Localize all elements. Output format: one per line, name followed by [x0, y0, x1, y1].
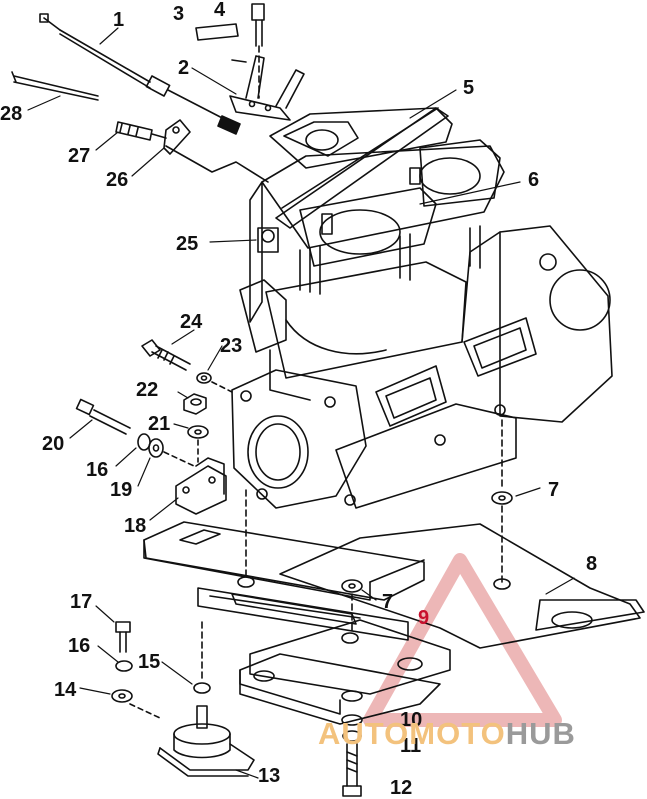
part-18-bracket [176, 458, 226, 514]
label-11: 11 [400, 735, 422, 757]
part-4-bolt [252, 4, 264, 98]
label-7-upper: 7 [548, 479, 560, 501]
part-21-washer [188, 426, 208, 438]
label-7-middle: 7 [382, 591, 394, 613]
part-23-washer [197, 373, 211, 383]
part-8-support-plate [280, 524, 644, 648]
part-7-washer-middle [342, 580, 362, 592]
label-16-lower: 16 [68, 635, 91, 657]
part-20-bolt [77, 400, 130, 434]
part-13-rubber-mount [158, 706, 254, 776]
part-24-bolt [142, 340, 190, 370]
part-16-washer [138, 434, 150, 450]
watermark-text-b: HUB [505, 716, 576, 751]
part-1-cable [40, 14, 240, 134]
leader-lines [28, 28, 574, 778]
label-13: 13 [258, 765, 281, 787]
label-6: 6 [528, 169, 540, 191]
engine-block [232, 108, 612, 508]
label-10: 10 [400, 709, 423, 731]
label-9: 9 [418, 607, 430, 629]
label-17: 17 [70, 591, 93, 613]
part-14-washer [112, 690, 132, 702]
label-1: 1 [113, 9, 125, 31]
part-10-washer [342, 715, 362, 725]
label-26: 26 [106, 169, 129, 191]
part-28-rod [12, 72, 98, 100]
label-5: 5 [463, 77, 475, 99]
label-27: 27 [68, 145, 91, 167]
label-22: 22 [136, 379, 159, 401]
label-18: 18 [124, 515, 147, 537]
leader-26-engine [166, 146, 268, 182]
part-7-washer-upper [492, 492, 512, 504]
label-24: 24 [180, 311, 203, 333]
part-26-lever [164, 120, 190, 154]
label-25: 25 [176, 233, 199, 255]
label-16-upper: 16 [86, 459, 109, 481]
part-11-washer [343, 731, 361, 741]
label-2: 2 [178, 57, 190, 79]
part-15-washer [194, 683, 210, 693]
label-23: 23 [220, 335, 243, 357]
label-28: 28 [0, 103, 23, 125]
watermark-text-a: AUTOMOTO [318, 716, 506, 751]
watermark-triangle [370, 560, 555, 720]
lower-bracket-plate [240, 654, 440, 724]
watermark-logo: AUTOMOTOHUB [318, 716, 576, 752]
label-21: 21 [148, 413, 171, 435]
part-22-nut [184, 394, 206, 414]
label-4: 4 [214, 0, 226, 21]
label-15: 15 [138, 651, 161, 673]
label-20: 20 [42, 433, 65, 455]
part-3-shim [196, 24, 246, 62]
label-8: 8 [586, 553, 598, 575]
part-17-screw [116, 622, 130, 652]
part-16-lockwasher [116, 661, 132, 671]
label-12: 12 [390, 777, 413, 799]
part-19-washer [149, 439, 163, 457]
part-2-bracket [230, 56, 304, 120]
label-3: 3 [173, 3, 185, 25]
part-12-bolt [343, 744, 361, 796]
label-19: 19 [110, 479, 133, 501]
label-14: 14 [54, 679, 77, 701]
part-27-fitting [116, 122, 166, 140]
part-9-mount-plate [144, 522, 450, 694]
